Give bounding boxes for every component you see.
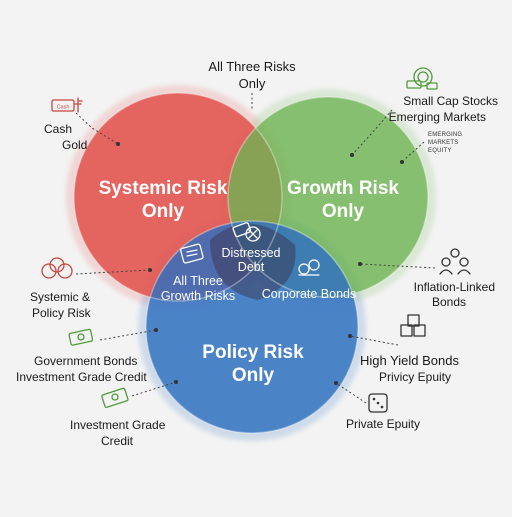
investment-grade-leader [131,381,177,397]
gov-bonds-leader [99,329,157,341]
investment-grade-line1: Investment Grade [70,418,166,432]
coins-icon [41,257,73,279]
coins-growth-icon [298,259,320,276]
policy-label-line2: Only [232,365,275,386]
emerging-markets-label: Emerging Markets [389,110,486,124]
systemic-policy-line2: Policy Risk [32,306,92,320]
growth-rim [227,96,429,298]
emerging-equity-line2: MARKETS [428,140,458,146]
policy-label-line1: Policy Risk [202,342,304,363]
systemic-growth-line2: Growth Risks [161,289,235,303]
cash-gold-leader-dot [116,142,120,146]
top-label-line1: All Three Risks [208,59,296,74]
private-epuity-label: Private Epuity [346,417,420,431]
high-yield-leader-dot [348,334,352,338]
center-label-line1: Distressed [221,246,280,260]
systemic-label-line2: Only [142,201,185,222]
cash-label: Cash [44,122,72,136]
systemic-growth-line1: All Three [173,274,223,288]
cash-gold-leader [75,112,119,145]
dice-icon [368,393,388,413]
systemic-policy-line1: Systemic & [30,290,90,304]
high-yield-leader [349,335,399,346]
inflation-linked-leader-dot [358,262,362,266]
rope-knot-icon [232,222,261,242]
inv-grade-credit-label: Investment Grade Credit [16,370,147,384]
private-epuity-leader-dot [334,381,338,385]
systemic-policy-leader [75,269,151,275]
policy-rim [145,220,359,434]
gold-label: Gold [62,138,87,152]
inflation-linked-line1: Inflation-Linked [414,280,495,294]
emerging-equity-line1: EMERGING [428,132,462,138]
high-yield-label: High Yield Bonds [360,353,460,368]
emerging-equity-leader-dot [400,160,404,164]
growth-policy-label: Corporate Bonds [262,287,357,301]
small-cap-leader-dot [350,153,354,157]
money-stack-icon [406,67,438,90]
gov-bonds-leader-dot [154,328,158,332]
systemic-label-line1: Systemic Risk [99,178,228,199]
center-overlap [210,223,296,300]
gov-bonds-label: Government Bonds [34,354,137,368]
emerging-equity-line3: EQUITY [428,148,452,154]
banknote-icon [101,387,129,408]
dollar-bills-icon [68,328,94,346]
systemic-rim [73,92,283,302]
people-icon [439,248,471,275]
investment-grade-leader-dot [174,380,178,384]
bond-certificate-icon [180,243,204,264]
inflation-linked-line2: Bonds [432,295,466,309]
small-cap-leader [351,109,393,156]
systemic-policy-leader-dot [148,268,152,272]
growth-label-line2: Only [322,201,365,222]
inflation-linked-leader [359,263,436,269]
cubes-icon [400,314,426,337]
small-cap-label: Small Cap Stocks [403,94,498,108]
investment-grade-line2: Credit [101,434,134,448]
center-label-line2: Debt [238,260,265,274]
top-label-line2: Only [239,76,266,91]
private-epuity-leader [335,382,367,404]
cash-icon-text: Cash [57,105,70,111]
cash-gold-icon: Cash [51,97,83,113]
privicy-epuity-label: Privicy Epuity [379,370,451,384]
growth-label-line1: Growth Risk [287,178,399,199]
